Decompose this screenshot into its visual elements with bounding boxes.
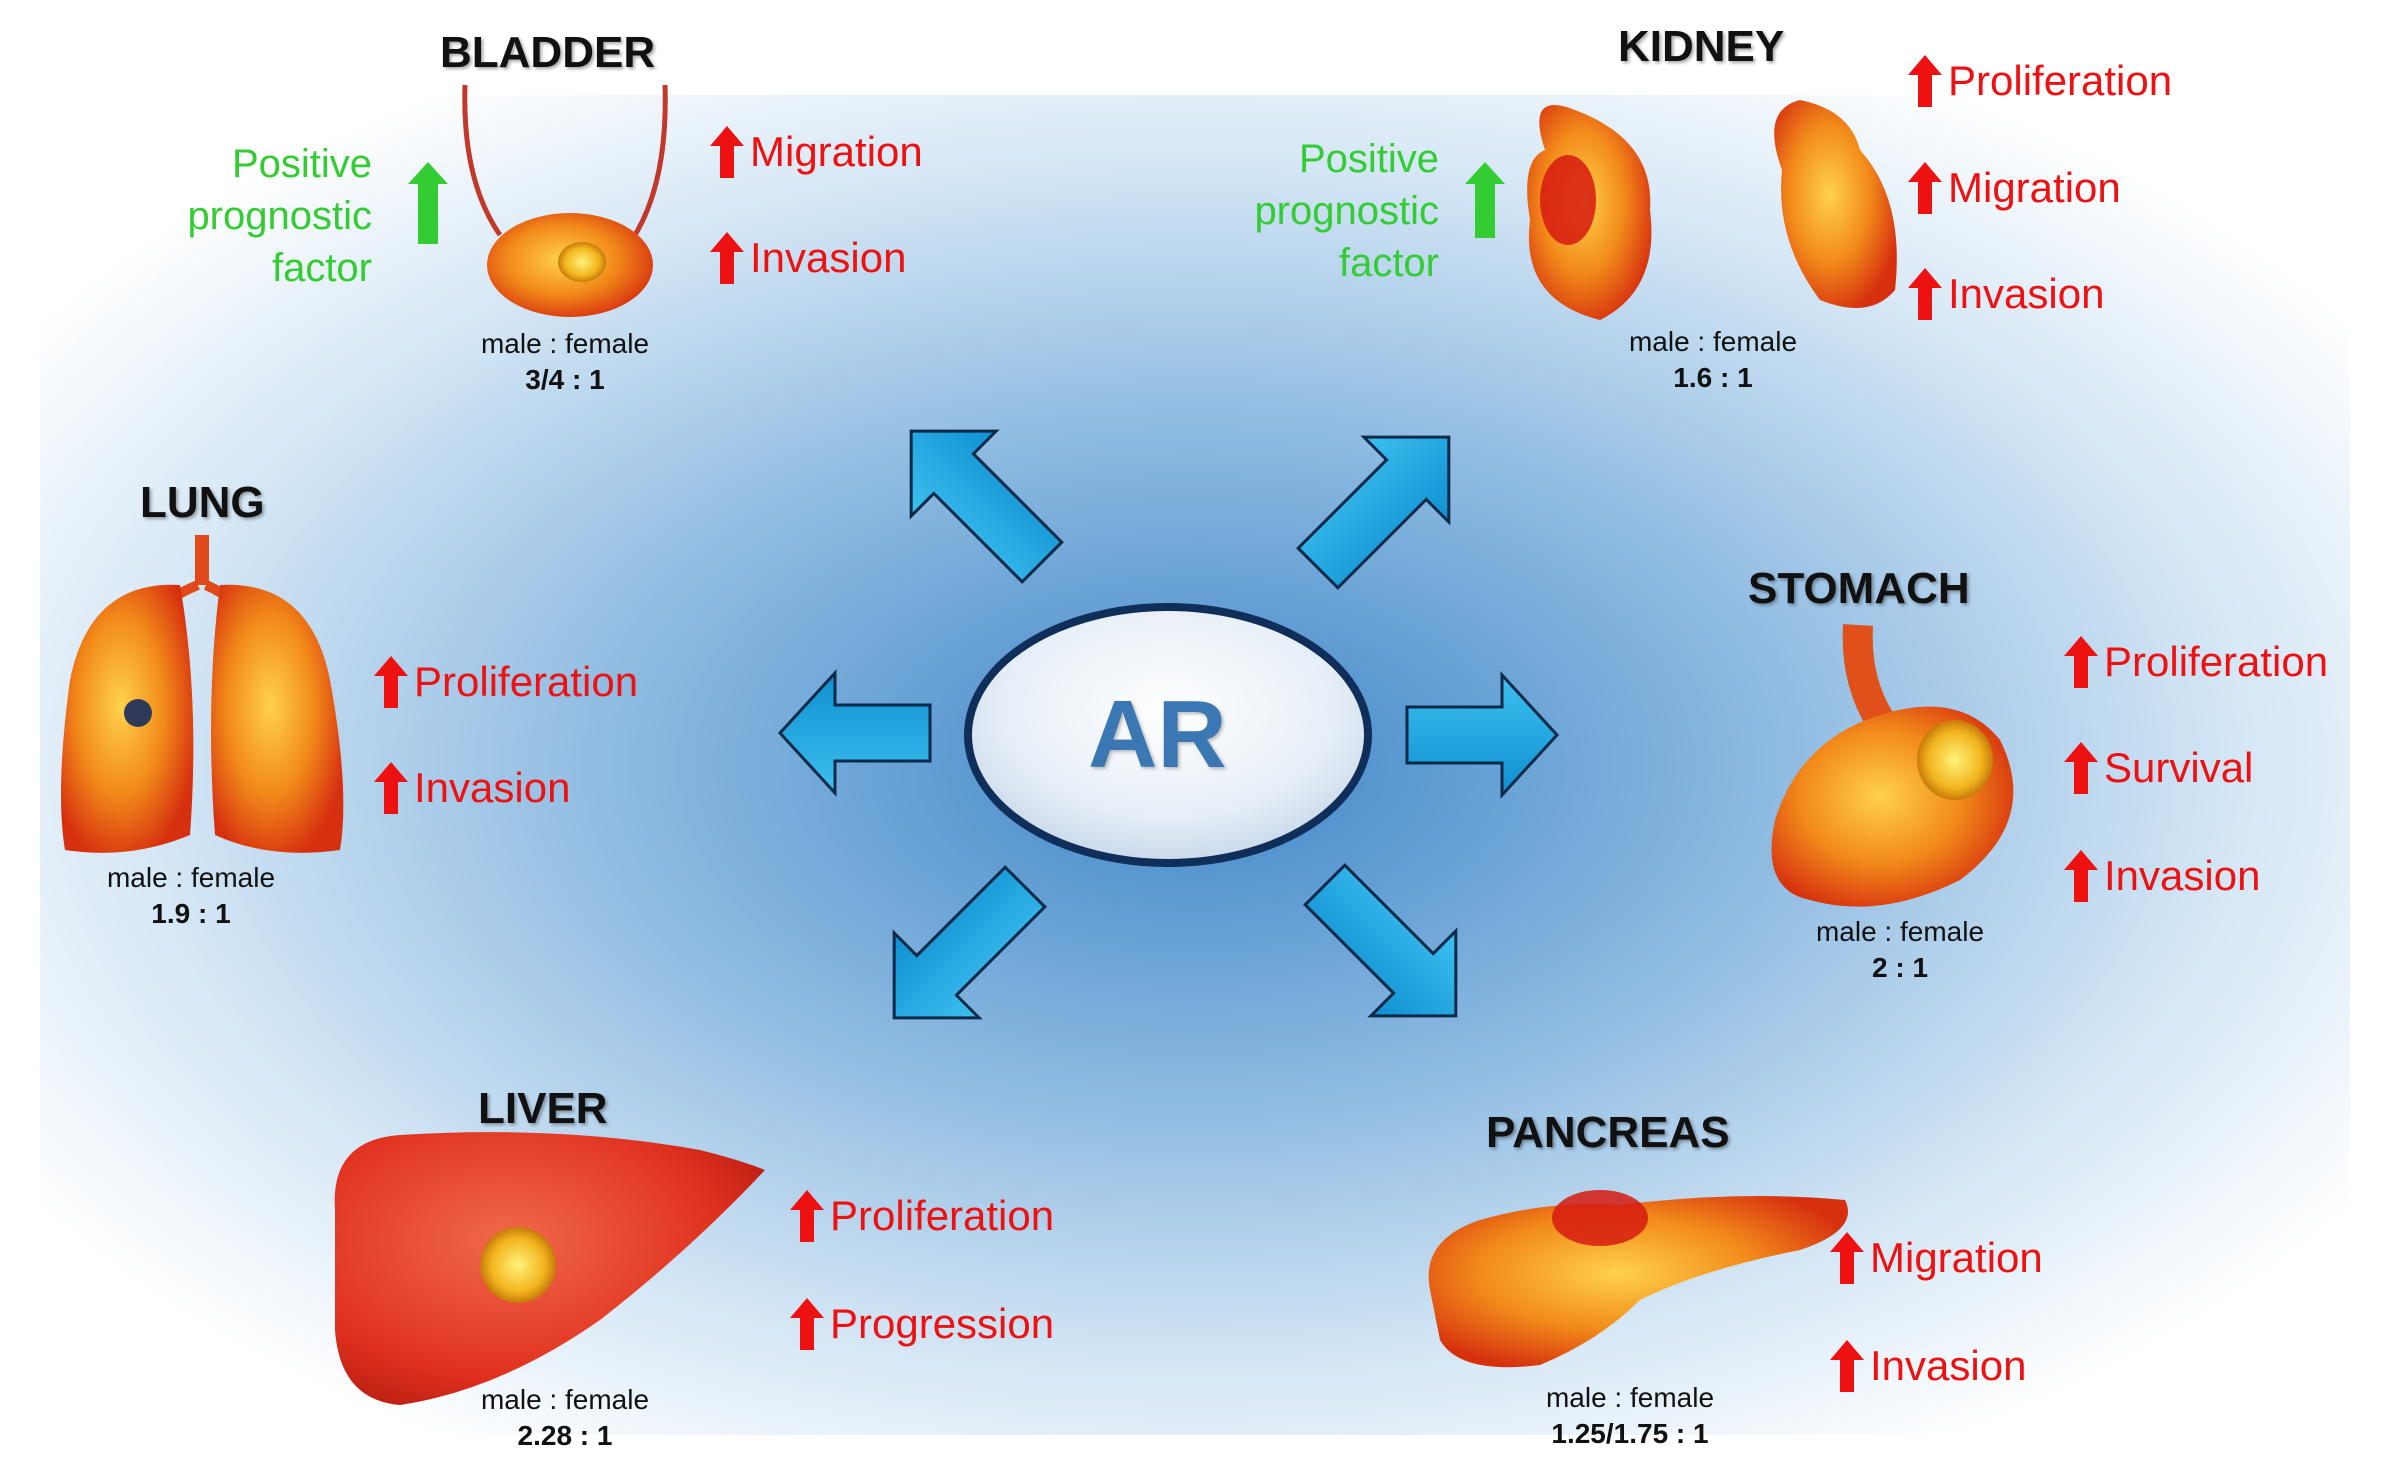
bladder-effect-migration: Migration	[710, 126, 923, 178]
kidney-effect-migration: Migration	[1908, 162, 2121, 214]
liver-illustration	[334, 1132, 765, 1405]
up-arrow-icon	[710, 126, 744, 178]
pancreas-tumor	[1552, 1190, 1648, 1246]
up-arrow-icon	[2064, 742, 2098, 794]
up-arrow-icon	[1908, 162, 1942, 214]
kidney-ratio: male : female 1.6 : 1	[1628, 326, 1798, 393]
stomach-ratio: male : female 2 : 1	[1815, 916, 1985, 983]
stomach-tumor	[1917, 720, 1993, 800]
pancreas-title: PANCREAS	[1486, 1108, 1730, 1157]
bladder-effect-invasion: Invasion	[710, 232, 906, 284]
liver-effect-proliferation: Proliferation	[790, 1190, 1054, 1242]
up-arrow-icon	[374, 656, 408, 708]
lung-tumor	[124, 699, 152, 727]
bladder-prognostic-arrow	[408, 162, 448, 244]
center-ellipse	[964, 603, 1372, 867]
kidney-tumor	[1540, 155, 1596, 245]
up-arrow-icon	[2064, 636, 2098, 688]
pancreas-effect-migration: Migration	[1830, 1232, 2043, 1284]
up-arrow-icon	[1830, 1232, 1864, 1284]
lung-effect-invasion: Invasion	[374, 762, 570, 814]
kidney-title: KIDNEY	[1618, 22, 1785, 71]
kidney-illustration	[1527, 100, 1897, 320]
stomach-effect-proliferation: Proliferation	[2064, 636, 2328, 688]
up-arrow-icon	[790, 1190, 824, 1242]
pancreas-ratio: male : female 1.25/1.75 : 1	[1545, 1382, 1715, 1449]
stomach-title: STOMACH	[1748, 564, 1970, 613]
liver-title: LIVER	[478, 1084, 608, 1133]
lung-title: LUNG	[140, 478, 265, 527]
kidney-effect-invasion: Invasion	[1908, 268, 2104, 320]
bladder-illustration	[462, 84, 668, 317]
up-arrow-icon	[790, 1298, 824, 1350]
up-arrow-icon	[2064, 850, 2098, 902]
liver-ratio: male : female 2.28 : 1	[480, 1384, 650, 1451]
stomach-effect-survival: Survival	[2064, 742, 2253, 794]
lung-effect-proliferation: Proliferation	[374, 656, 638, 708]
lung-ratio: male : female 1.9 : 1	[106, 862, 276, 929]
arrow-to-liver	[892, 865, 1047, 1020]
liver-tumor	[480, 1227, 556, 1303]
up-arrow-icon	[374, 762, 408, 814]
lung-illustration	[61, 535, 344, 853]
bladder-title: BLADDER	[440, 28, 656, 77]
stomach-illustration	[1771, 624, 2014, 907]
kidney-prognostic-label: Positive prognostic factor	[1254, 137, 1439, 285]
pancreas-illustration	[1428, 1190, 1848, 1368]
liver-effect-progression: Progression	[790, 1298, 1054, 1350]
bladder-ratio: male : female 3/4 : 1	[480, 328, 650, 395]
kidney-effect-proliferation: Proliferation	[1908, 55, 2172, 107]
arrow-to-pancreas	[1303, 863, 1458, 1018]
stomach-effect-invasion: Invasion	[2064, 850, 2260, 902]
center-label: AR	[1088, 681, 1227, 788]
arrow-to-kidney	[1296, 435, 1451, 590]
bladder-prognostic-label: Positive prognostic factor	[187, 142, 372, 290]
up-arrow-icon	[1830, 1340, 1864, 1392]
bladder-tumor	[558, 242, 606, 282]
pancreas-effect-invasion: Invasion	[1830, 1340, 2026, 1392]
arrow-to-bladder	[909, 429, 1064, 584]
kidney-prognostic-arrow	[1465, 162, 1505, 238]
up-arrow-icon	[1908, 268, 1942, 320]
up-arrow-icon	[710, 232, 744, 284]
arrow-to-lung	[777, 669, 932, 797]
up-arrow-icon	[1908, 55, 1942, 107]
arrow-to-stomach	[1405, 671, 1560, 799]
